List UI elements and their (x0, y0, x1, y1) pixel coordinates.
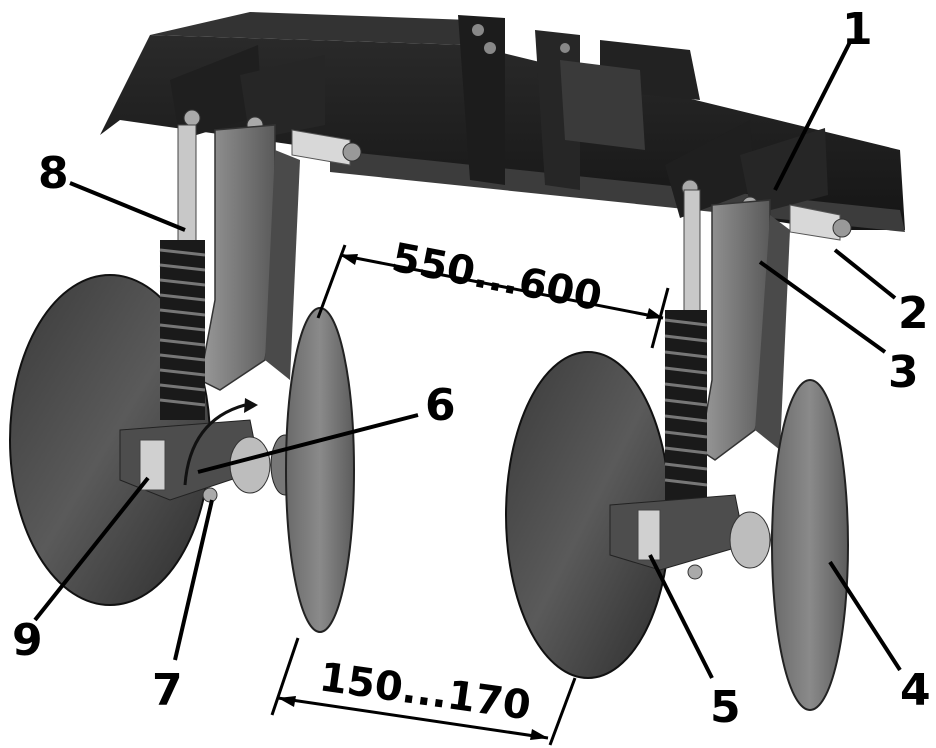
callout-3: 3 (888, 347, 919, 398)
callout-1: 1 (842, 4, 873, 55)
left-disc-assembly (9, 45, 362, 633)
right-front-disc (771, 379, 849, 711)
callout-9: 9 (12, 615, 43, 666)
left-front-disc (285, 307, 355, 633)
dimension-spacing: 550...600 (316, 235, 670, 349)
right-spring (664, 310, 708, 500)
dimension-gap: 150...170 (270, 637, 577, 746)
callout-5: 5 (710, 682, 741, 733)
left-spring (159, 240, 206, 420)
callout-6: 6 (425, 380, 456, 431)
right-disc-assembly (505, 120, 852, 711)
callout-4: 4 (900, 665, 931, 716)
leader-lines (33, 41, 902, 679)
callout-7: 7 (152, 665, 183, 716)
gap-dimension-label: 150...170 (317, 654, 534, 729)
callout-8: 8 (38, 148, 69, 199)
callout-2: 2 (898, 288, 929, 339)
spacing-dimension-label: 550...600 (388, 235, 605, 321)
